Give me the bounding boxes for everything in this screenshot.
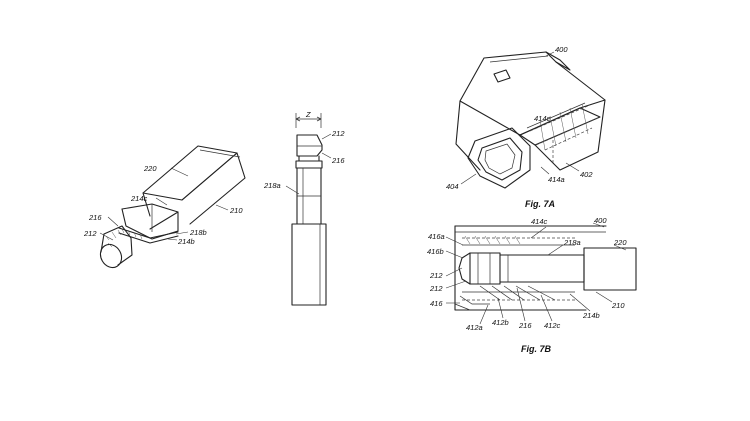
label-7b-414c: 414c [531,217,548,226]
fig-7a-caption: Fig. 7A [525,199,555,209]
label-7a-402: 402 [580,170,593,179]
fig-7a-connector [455,51,606,189]
label-7b-218a: 218a [563,238,581,247]
label-7b-214b: 214b [582,311,600,320]
plug-perspective-leaders: 220 214c 216 212 218b 214b 210 [83,164,243,246]
label-7b-412c: 412c [544,321,561,330]
label-216: 216 [88,213,102,222]
label-7b-400: 400 [594,216,607,225]
plug-side-view: Z [291,110,327,306]
label-7b-210: 210 [611,301,625,310]
label-side-216: 216 [331,156,345,165]
label-214c: 214c [130,194,148,203]
label-7b-212-upper: 212 [429,271,443,280]
fig-7b-section [454,225,637,311]
label-7b-412a: 412a [466,323,483,332]
label-7b-412b: 412b [492,318,509,327]
fig-7a-leaders: 400 414c 414a 402 404 [446,45,593,191]
label-7a-404: 404 [446,182,459,191]
label-7b-416: 416 [430,299,443,308]
label-7b-416b: 416b [427,247,444,256]
label-7a-414a: 414a [548,175,565,184]
label-side-212: 212 [331,129,345,138]
label-210: 210 [229,206,243,215]
label-side-218a: 218a [263,181,281,190]
label-z: Z [305,110,311,119]
fig-7b-leaders: 416a 416b 414c 400 218a 220 212 212 416 … [427,216,627,332]
label-212: 212 [83,229,97,238]
plug-perspective-view [99,145,246,269]
label-7b-212-lower: 212 [429,284,443,293]
label-7a-414c: 414c [534,114,551,123]
fig-7b-caption: Fig. 7B [521,344,552,354]
label-7b-220: 220 [613,238,627,247]
label-7a-400: 400 [555,45,568,54]
plug-side-leaders: 212 216 218a [263,129,345,195]
label-7b-416a: 416a [428,232,445,241]
label-220: 220 [143,164,157,173]
label-214b: 214b [177,237,195,246]
label-218b: 218b [189,228,207,237]
label-7b-216: 216 [518,321,532,330]
